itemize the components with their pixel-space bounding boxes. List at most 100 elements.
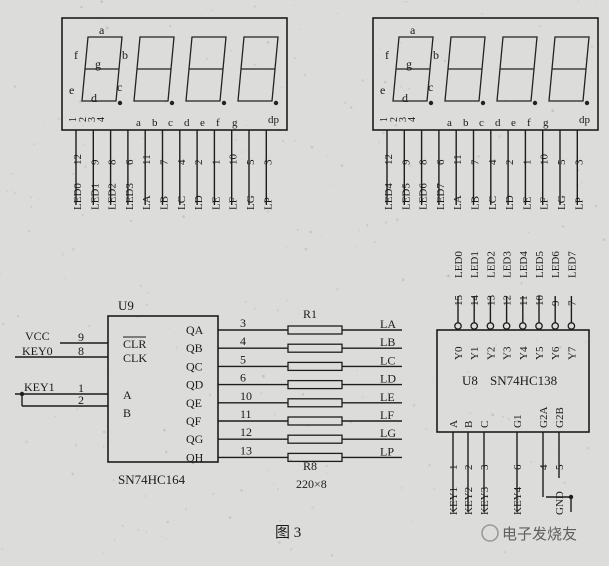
seg-label-e: e xyxy=(380,83,385,97)
paper-speck xyxy=(588,500,591,502)
paper-speck xyxy=(396,218,399,221)
paper-speck xyxy=(163,428,166,432)
display-pin-number: 12 xyxy=(72,154,84,165)
u9-output-pin-number: 11 xyxy=(240,407,252,421)
paper-speck xyxy=(584,341,587,343)
u8-output-net-label: LED5 xyxy=(534,251,546,278)
decimal-point xyxy=(532,100,538,106)
digit-outline xyxy=(444,36,486,102)
u8-input-net-label: GND xyxy=(554,491,566,515)
paper-speck xyxy=(189,457,192,460)
digit-pin-label: 3 xyxy=(398,117,409,122)
paper-speck xyxy=(371,215,373,217)
paper-speck xyxy=(586,446,590,450)
paper-speck xyxy=(538,25,541,28)
paper-speck xyxy=(280,86,283,89)
paper-speck xyxy=(167,197,169,199)
u8-output-inversion-bubble xyxy=(518,322,527,330)
paper-speck xyxy=(400,85,403,88)
paper-speck xyxy=(1,322,5,326)
display-left-body xyxy=(61,17,288,131)
paper-speck xyxy=(394,123,398,127)
paper-speck xyxy=(259,391,263,395)
paper-speck xyxy=(474,388,476,390)
paper-speck xyxy=(68,183,70,185)
display-pin-number: 6 xyxy=(435,159,447,165)
display-pin-number: 10 xyxy=(228,154,240,166)
paper-speck xyxy=(580,181,583,184)
display-pin-number: 5 xyxy=(556,159,568,165)
paper-speck xyxy=(166,520,169,524)
u8-output-pin-number: 15 xyxy=(453,295,465,307)
paper-speck xyxy=(561,225,565,228)
paper-speck xyxy=(114,539,116,542)
resistor-value: 220×8 xyxy=(296,477,327,491)
display-pin-number: 11 xyxy=(141,154,153,165)
u8-output-pin-number: 10 xyxy=(534,295,546,307)
paper-speck xyxy=(383,80,387,84)
segment-pin-label: e xyxy=(511,117,516,129)
u8-input-pin-number: 2 xyxy=(463,465,475,471)
display-pin-number: 2 xyxy=(193,160,205,166)
decimal-point xyxy=(221,100,227,106)
paper-speck xyxy=(205,57,209,60)
u9-clr-label: CLR xyxy=(123,337,146,351)
paper-speck xyxy=(235,139,238,141)
u9-pin8-num: 8 xyxy=(78,344,84,358)
paper-speck xyxy=(466,371,469,374)
paper-speck xyxy=(209,393,212,396)
net-key1: KEY1 xyxy=(24,380,55,394)
paper-speck xyxy=(535,71,537,74)
paper-speck xyxy=(356,369,359,372)
decimal-point xyxy=(273,100,279,106)
paper-speck xyxy=(276,488,279,491)
paper-speck xyxy=(577,0,580,2)
segment-net-label: LB xyxy=(380,335,395,349)
paper-speck xyxy=(266,210,269,213)
u9-a-label: A xyxy=(123,388,132,402)
paper-speck xyxy=(27,230,31,233)
display-net-label: LED7 xyxy=(435,183,447,210)
u9-output-label: QF xyxy=(186,414,202,428)
u9-ref: U9 xyxy=(118,298,134,313)
paper-speck xyxy=(373,241,376,244)
paper-speck xyxy=(1,547,4,550)
decimal-point xyxy=(428,100,434,106)
paper-speck xyxy=(54,415,57,418)
paper-speck xyxy=(5,189,9,193)
digit-pin-label: 4 xyxy=(96,117,107,122)
paper-speck xyxy=(443,59,447,63)
display-net-label: LD xyxy=(193,195,205,210)
paper-speck xyxy=(102,430,106,434)
display-net-label: LC xyxy=(487,196,499,210)
net-vcc: VCC xyxy=(25,329,50,343)
paper-speck xyxy=(81,213,85,217)
paper-speck xyxy=(481,12,484,15)
dp-label: dp xyxy=(579,114,591,126)
paper-speck xyxy=(30,196,32,199)
u9-output-label: QG xyxy=(186,432,204,446)
segment-net-label: LE xyxy=(380,390,395,404)
u9-output-pin-number: 3 xyxy=(240,316,246,330)
paper-speck xyxy=(129,219,133,222)
paper-speck xyxy=(491,413,495,417)
u9-pin2-num: 2 xyxy=(78,393,84,407)
figure-caption: 图 3 xyxy=(275,524,301,541)
display-pin-number: 8 xyxy=(107,159,119,165)
paper-speck xyxy=(182,215,186,219)
paper-speck xyxy=(544,318,545,320)
display-pin-number: 4 xyxy=(487,159,499,165)
paper-speck xyxy=(10,172,13,175)
paper-speck xyxy=(332,184,334,186)
paper-speck xyxy=(553,422,555,424)
display-net-label: LE xyxy=(521,196,533,210)
paper-speck xyxy=(245,301,247,303)
paper-speck xyxy=(515,420,518,423)
u8-input-net-label: KEY4 xyxy=(512,486,524,515)
display-net-label: LG xyxy=(556,195,568,210)
digit-outline xyxy=(496,36,538,102)
paper-speck xyxy=(326,472,328,474)
paper-speck xyxy=(289,458,293,461)
paper-speck xyxy=(551,448,553,450)
